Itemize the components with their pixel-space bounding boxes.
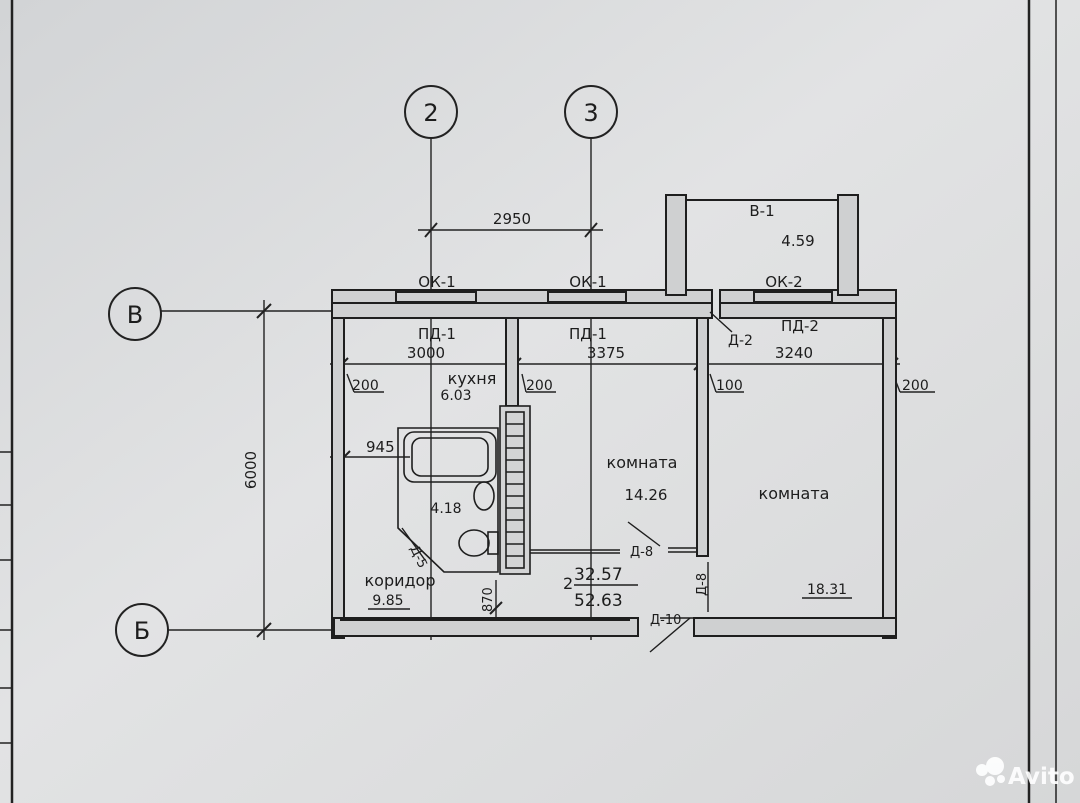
window-ok1-left: ОК-1 xyxy=(418,273,455,291)
corridor-name: коридор xyxy=(364,571,435,590)
axis-v-label: В xyxy=(127,301,143,329)
balcony-area: 4.59 xyxy=(781,232,814,250)
axis-3-label: 3 xyxy=(583,99,598,127)
avito-logo-icon xyxy=(976,757,1005,786)
door-leaders xyxy=(401,311,733,653)
dim-200-left: 200 xyxy=(352,378,379,394)
total-area: 52.63 xyxy=(574,591,623,611)
axis-2-group xyxy=(404,85,458,640)
bathroom-fixtures xyxy=(397,427,698,573)
sill-pd1-right: ПД-1 xyxy=(569,325,607,343)
axis-2-label: 2 xyxy=(423,99,438,127)
kitchen-area: 6.03 xyxy=(440,388,471,404)
avito-wordmark: Avito xyxy=(1008,764,1075,790)
sheet-frame xyxy=(0,0,1057,803)
toilet xyxy=(458,529,490,557)
vent-shaft xyxy=(499,405,531,575)
living-area-total: 32.57 xyxy=(574,565,623,585)
rooms-count: 2 xyxy=(563,574,573,593)
corridor-area: 9.85 xyxy=(372,593,403,609)
avito-watermark: Avito xyxy=(976,757,1075,790)
axis-b-group xyxy=(115,603,345,657)
axis-3-group xyxy=(564,85,618,640)
dim-6000: 6000 xyxy=(242,451,260,489)
dim-200-mid: 200 xyxy=(526,378,553,394)
axis-b-label: Б xyxy=(134,617,150,645)
dim-200-right: 200 xyxy=(902,378,929,394)
bathroom-area: 4.18 xyxy=(430,501,461,517)
dim-3240: 3240 xyxy=(775,344,813,362)
bathtub xyxy=(403,431,497,483)
dim-3375: 3375 xyxy=(587,344,625,362)
door-d2: Д-2 xyxy=(728,333,753,349)
kitchen-name: кухня xyxy=(448,369,497,388)
door-d8-room: Д-8 xyxy=(630,545,653,560)
window-ok1-right: ОК-1 xyxy=(569,273,606,291)
dim-870: 870 xyxy=(481,587,496,612)
room2-area: 18.31 xyxy=(807,582,847,598)
balcony-door-v1: В-1 xyxy=(749,202,774,220)
sill-pd1-left: ПД-1 xyxy=(418,325,456,343)
dim-100: 100 xyxy=(716,378,743,394)
dim-2950: 2950 xyxy=(493,210,531,228)
axis-v-bubble xyxy=(108,287,162,341)
door-d8-hall: Д-8 xyxy=(695,573,710,596)
window-ok2: ОК-2 xyxy=(765,273,802,291)
dim-3000: 3000 xyxy=(407,344,445,362)
room1-name: комната xyxy=(607,453,678,472)
sink xyxy=(473,481,495,511)
room1-area: 14.26 xyxy=(625,486,668,504)
dim-945: 945 xyxy=(366,438,395,456)
walls xyxy=(331,194,897,639)
sill-pd2: ПД-2 xyxy=(781,317,819,335)
room2-name: комната xyxy=(759,484,830,503)
door-d10: Д-10 xyxy=(650,613,681,628)
axis-v-group xyxy=(108,287,345,341)
